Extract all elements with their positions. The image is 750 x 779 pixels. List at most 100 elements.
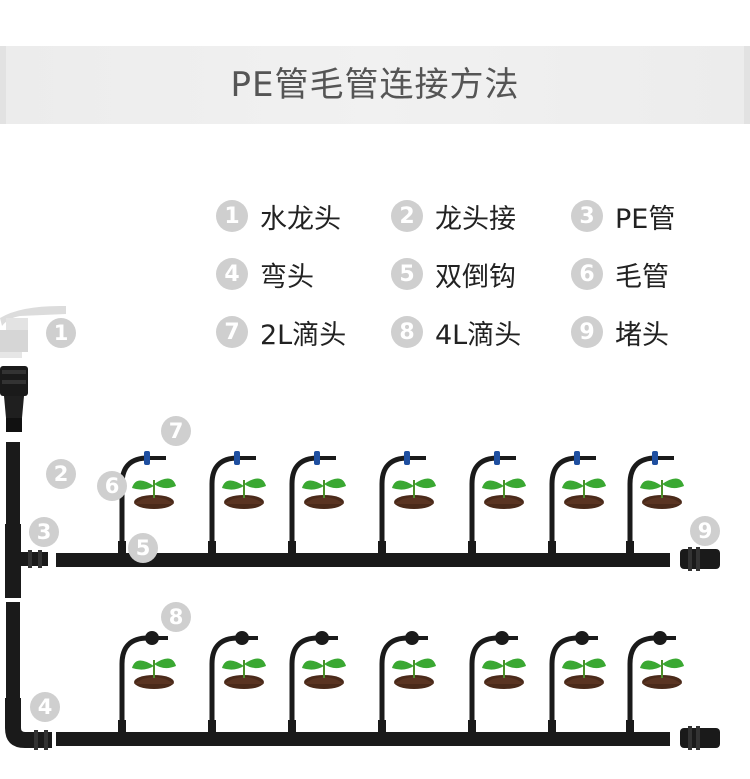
dripper-stake xyxy=(666,636,676,640)
faucet-connector-icon xyxy=(0,366,28,432)
dripper-4l-icon xyxy=(575,631,589,645)
seedling-icon xyxy=(132,658,176,689)
banner-edge-right xyxy=(744,46,750,124)
marker-elbow: 4 xyxy=(30,692,60,722)
capillary-tube xyxy=(289,455,321,546)
legend-label-capillary: 毛管 xyxy=(615,261,669,293)
legend-label-elbow: 弯头 xyxy=(260,261,314,293)
seedling-icon xyxy=(222,478,266,509)
dripper-stake xyxy=(320,456,336,460)
vertical-pipe-upper xyxy=(6,442,20,524)
drip-unit-4l xyxy=(626,631,684,732)
seedling-icon xyxy=(132,478,176,509)
dripper-stake xyxy=(418,636,428,640)
seedling-icon xyxy=(302,658,346,689)
dripper-stake xyxy=(580,456,596,460)
double-barb-icon xyxy=(288,720,296,732)
banner-edge-left xyxy=(0,46,6,124)
legend-item-faucet: 1 水龙头 xyxy=(216,196,341,236)
capillary-tube xyxy=(379,455,411,546)
legend-label-faucet: 水龙头 xyxy=(260,203,341,235)
legend-label-double-barb: 双倒钩 xyxy=(435,261,516,293)
dripper-stake xyxy=(328,636,338,640)
legend-number-6: 6 xyxy=(571,258,603,290)
dripper-4l-icon xyxy=(495,631,509,645)
double-barb-icon xyxy=(548,720,556,732)
dripper-stake xyxy=(658,456,674,460)
double-barb-icon xyxy=(468,720,476,732)
faucet-icon xyxy=(0,306,66,358)
dripper-4l-icon xyxy=(405,631,419,645)
capillary-tube xyxy=(627,635,659,725)
legend-number-7: 7 xyxy=(216,316,248,348)
drip-unit-2l xyxy=(548,451,606,553)
legend-item-dripper-2l: 7 2L滴头 xyxy=(216,312,346,352)
legend-item-end-plug: 9 堵头 xyxy=(571,312,669,352)
capillary-tube xyxy=(469,455,501,546)
dripper-stake xyxy=(240,456,256,460)
elbow-connector-icon xyxy=(5,698,52,750)
dripper-2l-icon xyxy=(494,451,500,465)
drip-unit-4l xyxy=(208,631,266,732)
dripper-stake xyxy=(588,636,598,640)
tee-connector-icon xyxy=(5,524,48,598)
dripper-2l-icon xyxy=(574,451,580,465)
capillary-tube xyxy=(209,635,241,725)
seedling-icon xyxy=(562,658,606,689)
double-barb-icon xyxy=(118,720,126,732)
double-barb-icon xyxy=(288,541,296,553)
marker-capillary: 6 xyxy=(97,471,127,501)
seedling-icon xyxy=(482,658,526,689)
double-barb-icon xyxy=(626,541,634,553)
seedling-icon xyxy=(640,658,684,689)
drip-unit-4l xyxy=(288,631,346,732)
seedling-icon xyxy=(302,478,346,509)
legend-label-dripper-2l: 2L滴头 xyxy=(260,319,347,351)
marker-pe-pipe: 3 xyxy=(29,517,59,547)
drip-unit-2l xyxy=(468,451,526,553)
seedling-icon xyxy=(392,478,436,509)
drip-row-4l xyxy=(118,631,684,732)
dripper-4l-icon xyxy=(235,631,249,645)
legend-item-double-barb: 5 双倒钩 xyxy=(391,254,516,294)
drip-unit-2l xyxy=(208,451,266,553)
double-barb-icon xyxy=(208,720,216,732)
double-barb-icon xyxy=(208,541,216,553)
legend-number-1: 1 xyxy=(216,200,248,232)
capillary-tube xyxy=(549,455,581,546)
legend-item-pe-pipe: 3 PE管 xyxy=(571,196,675,236)
drip-unit-4l xyxy=(118,631,176,732)
dripper-stake xyxy=(158,636,168,640)
title-banner xyxy=(0,46,750,124)
page-title: PE管毛管连接方法 xyxy=(230,65,520,105)
dripper-stake xyxy=(508,636,518,640)
drip-unit-2l xyxy=(288,451,346,553)
seedling-icon xyxy=(392,658,436,689)
seedling-icon xyxy=(222,658,266,689)
legend-item-capillary: 6 毛管 xyxy=(571,254,669,294)
marker-connector: 2 xyxy=(46,459,76,489)
dripper-4l-icon xyxy=(653,631,667,645)
dripper-4l-icon xyxy=(315,631,329,645)
dripper-stake xyxy=(410,456,426,460)
capillary-tube xyxy=(289,635,321,725)
dripper-4l-icon xyxy=(145,631,159,645)
legend-item-connector: 2 龙头接 xyxy=(391,196,516,236)
seedling-icon xyxy=(482,478,526,509)
capillary-tube xyxy=(549,635,581,725)
double-barb-icon xyxy=(548,541,556,553)
dripper-2l-icon xyxy=(652,451,658,465)
marker-dripper-4l: 8 xyxy=(161,602,191,632)
dripper-stake xyxy=(248,636,258,640)
legend-item-dripper-4l: 8 4L滴头 xyxy=(391,312,521,352)
double-barb-icon xyxy=(626,720,634,732)
marker-end-plug: 9 xyxy=(690,516,720,546)
drip-row-2l xyxy=(118,451,684,553)
legend-number-4: 4 xyxy=(216,258,248,290)
legend-item-elbow: 4 弯头 xyxy=(216,254,314,294)
legend-number-9: 9 xyxy=(571,316,603,348)
legend-number-3: 3 xyxy=(571,200,603,232)
legend-number-8: 8 xyxy=(391,316,423,348)
legend-label-connector: 龙头接 xyxy=(435,203,516,235)
